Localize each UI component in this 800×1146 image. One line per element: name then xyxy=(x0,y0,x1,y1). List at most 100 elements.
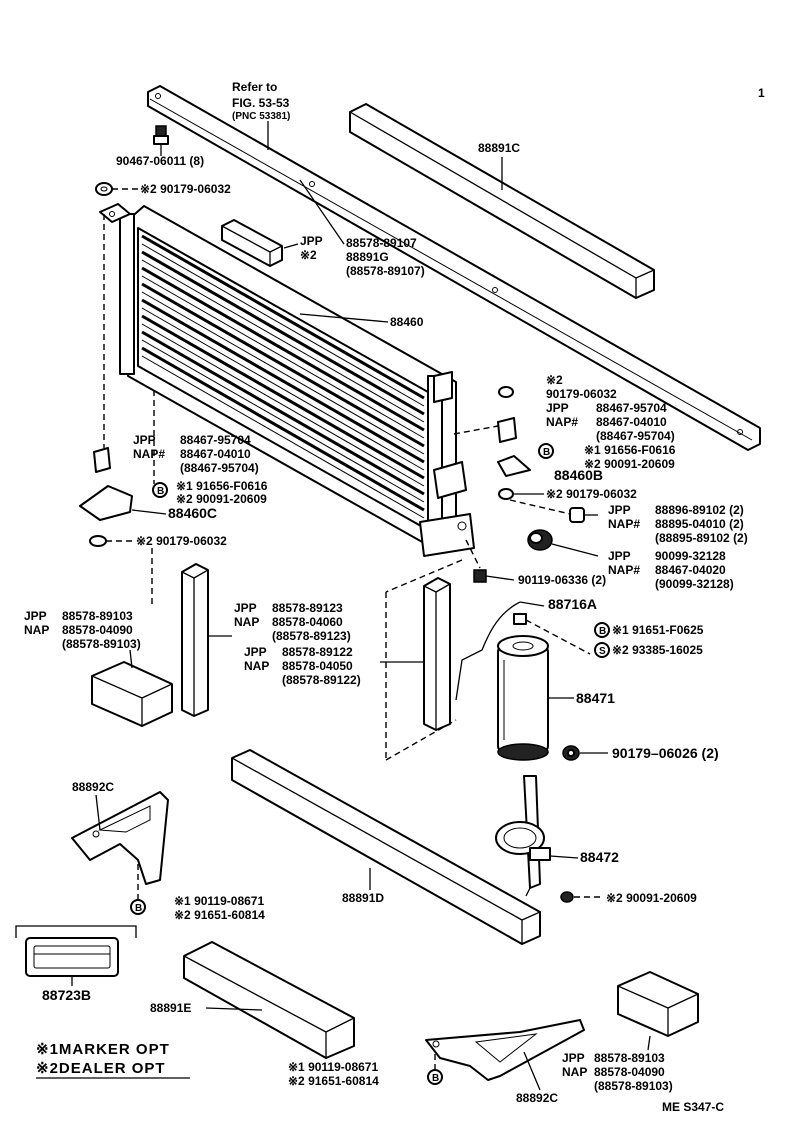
svg-text:B: B xyxy=(543,447,550,458)
right-cushion2-icon xyxy=(498,488,544,500)
seal-mid2-jpp-num: 88578-89122 xyxy=(282,645,353,659)
seal-bottom-right-jpp: JPP xyxy=(562,1051,585,1065)
mount-right-jpp-num: 90099-32128 xyxy=(655,549,726,563)
seal-bottom-right-jpp-num: 88578-89103 xyxy=(594,1051,665,1065)
tube-b-icon: B xyxy=(594,622,610,638)
screw-88472-icon xyxy=(560,891,604,903)
left-stack-s2: ※2 90091-20609 xyxy=(176,492,267,506)
right-stack-num: 90179-06032 xyxy=(546,387,617,401)
mount-right-paren: (90099-32128) xyxy=(655,577,734,591)
mount-right-jpp: JPP xyxy=(608,549,631,563)
left-fastener-stack: B xyxy=(79,214,168,521)
mount-right-nap: NAP# xyxy=(608,563,640,577)
right-fastener-stack: B xyxy=(453,386,554,477)
screw-right-jpp: JPP xyxy=(608,503,631,517)
seal-left-jpp: JPP xyxy=(24,609,47,623)
label-88472: 88472 xyxy=(580,849,619,865)
label-88460: 88460 xyxy=(390,315,424,329)
seal-bottom-right-nap-num: 88578-04090 xyxy=(594,1065,665,1079)
jpp-pad xyxy=(221,219,283,267)
label-88892c-bottom: 88892C xyxy=(516,1091,558,1105)
label-88891c: 88891C xyxy=(478,141,520,155)
bolt-mid-icon xyxy=(465,539,515,583)
corner-mark: 1 xyxy=(758,86,765,100)
label-88716a: 88716A xyxy=(548,596,597,612)
refer-line3: (PNC 53381) xyxy=(232,111,290,122)
left-stack-jpp: JPP xyxy=(133,433,156,447)
left-stack-jpp-num: 88467-95704 xyxy=(180,433,251,447)
screw-right-nap-num: 88895-04010 (2) xyxy=(655,517,744,531)
seal-upper-l3: (88578-89107) xyxy=(346,264,425,278)
seal-mid2-jpp: JPP xyxy=(244,645,267,659)
seal-left-paren: (88578-89103) xyxy=(62,637,141,651)
bracket-88892c-bottom xyxy=(425,1019,585,1081)
screw-right-icon xyxy=(509,499,598,523)
jpp-pad-l2: ※2 xyxy=(300,248,317,262)
left-stack-paren: (88467-95704) xyxy=(180,461,259,475)
mount-right-nap-num: 88467-04020 xyxy=(655,563,726,577)
right-stack-s2: ※2 90091-20609 xyxy=(584,457,675,471)
bracket-screws-left-l1: ※1 90119-08671 xyxy=(174,894,264,908)
tube-s-label: ※2 93385-16025 xyxy=(612,643,703,657)
cushion-top-icon xyxy=(95,182,138,196)
right-stack-jpp: JPP xyxy=(546,401,569,415)
seal-left-nap: NAP xyxy=(24,623,49,637)
seal-block-left xyxy=(91,661,173,727)
seal-bar-88891e xyxy=(183,941,355,1059)
seal-bar-88891c xyxy=(349,103,655,299)
seal-mid2-nap-num: 88578-04050 xyxy=(282,659,353,673)
svg-text:B: B xyxy=(135,903,142,914)
jpp-pad-l1: JPP xyxy=(300,234,323,248)
tube-b-label: ※1 91651-F0625 xyxy=(612,623,704,637)
legend-line1: ※1MARKER OPT xyxy=(36,1041,170,1058)
seal-bottom-right-paren: (88578-89103) xyxy=(594,1079,673,1093)
seal-mid2-paren: (88578-89122) xyxy=(282,673,361,687)
footer-code: ME S347-C xyxy=(662,1100,724,1114)
right-cushion2-label: ※2 90179-06032 xyxy=(546,487,637,501)
bracket-screws-bottom-l2: ※2 91651-60814 xyxy=(288,1074,379,1088)
seal-block-bottom-right xyxy=(617,971,699,1037)
left-cushion2-icon xyxy=(89,535,134,547)
seal-upper-l2: 88891G xyxy=(346,250,389,264)
legend-line2: ※2DEALER OPT xyxy=(36,1060,166,1077)
bracket-screw-bottom-icon: B xyxy=(427,1048,443,1085)
label-88723b: 88723B xyxy=(42,987,91,1003)
svg-text:B: B xyxy=(432,1073,439,1084)
right-stack-s1: ※1 91656-F0616 xyxy=(584,443,676,457)
left-stack-s1: ※1 91656-F0616 xyxy=(176,479,268,493)
bolt-top-icon xyxy=(153,125,169,156)
label-88891d: 88891D xyxy=(342,891,384,905)
bracket-screws-bottom-l1: ※1 90119-08671 xyxy=(288,1060,378,1074)
label-88892c-left: 88892C xyxy=(72,780,114,794)
tube-s-icon: S xyxy=(594,642,610,658)
seal-mid2-nap: NAP xyxy=(244,659,269,673)
right-stack-nap: NAP# xyxy=(546,415,578,429)
bracket-88472 xyxy=(495,775,551,897)
seal-mid1-jpp: JPP xyxy=(234,601,257,615)
refer-line2: FIG. 53-53 xyxy=(232,96,290,110)
seal-left-nap-num: 88578-04090 xyxy=(62,623,133,637)
seal-column-2 xyxy=(423,577,451,731)
left-cushion2-label: ※2 90179-06032 xyxy=(136,534,227,548)
label-88460b: 88460B xyxy=(554,467,603,483)
left-stack-nap-num: 88467-04010 xyxy=(180,447,251,461)
seal-left-jpp-num: 88578-89103 xyxy=(62,609,133,623)
seal-column-1 xyxy=(181,563,209,717)
seal-mid1-paren: (88578-89123) xyxy=(272,629,351,643)
cushion-top-label: ※2 90179-06032 xyxy=(140,182,231,196)
seal-bottom-right-nap: NAP xyxy=(562,1065,587,1079)
seal-bar-88891d xyxy=(231,749,541,945)
label-88471: 88471 xyxy=(576,690,615,706)
marker-88723b xyxy=(15,925,137,986)
label-88891e: 88891E xyxy=(150,1001,191,1015)
seal-upper-l1: 88578-89107 xyxy=(346,236,417,250)
screw-right-nap: NAP# xyxy=(608,517,640,531)
top-bracket-rail xyxy=(147,85,761,451)
right-stack-nap-num: 88467-04010 xyxy=(596,415,667,429)
cushion-bottom-label: 90179–06026 (2) xyxy=(612,745,719,761)
svg-text:B: B xyxy=(157,486,164,497)
left-stack-nap: NAP# xyxy=(133,447,165,461)
bracket-screws-left-l2: ※2 91651-60814 xyxy=(174,908,265,922)
receiver-88471 xyxy=(497,635,549,761)
bracket-screw-left-icon: B xyxy=(130,864,146,915)
